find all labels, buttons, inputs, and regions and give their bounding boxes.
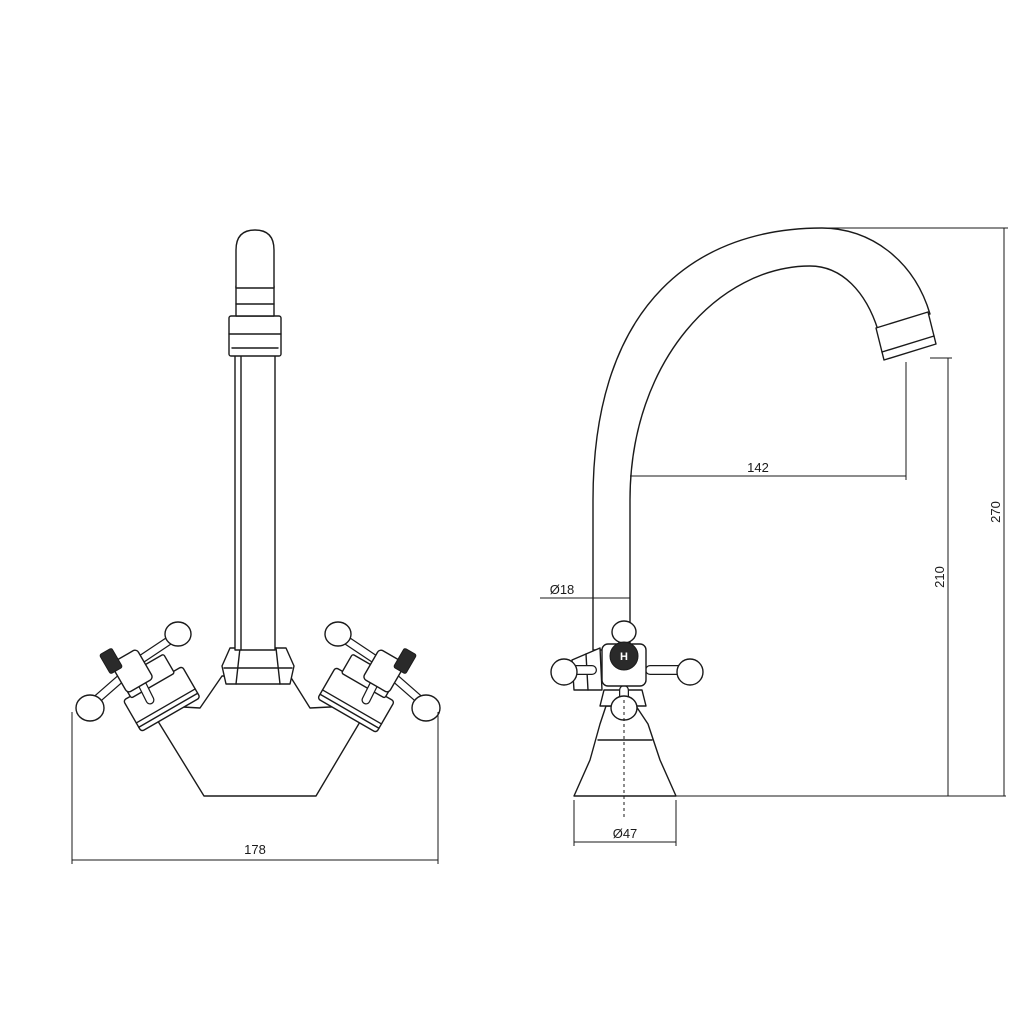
front-width-label: 178 [244,842,266,857]
front-spout-pipe [234,351,276,651]
side-spout-tube [592,227,931,651]
front-spout-collar [228,285,282,357]
side-spout-diameter-dimension: Ø18 [540,582,631,604]
front-view: 178 [71,229,441,864]
side-spout-height-label: 210 [932,566,947,588]
side-reach-label: 142 [747,460,769,475]
side-overall-height-dimension: 270 [822,227,1008,796]
side-overall-height-label: 270 [988,501,1003,523]
front-spout-head [235,229,275,289]
front-hex-nut [221,647,295,685]
side-base-diameter-dimension: Ø47 [573,800,677,846]
front-right-handle [324,621,441,722]
front-width-dimension: 178 [71,712,439,864]
side-handle-marker: H [620,651,628,663]
side-spout-height-dimension: 210 [930,357,952,796]
side-handle-cap [609,641,639,671]
side-handle: H [550,620,704,721]
front-left-handle [75,621,192,722]
front-base-body [147,675,371,797]
side-reach-dimension: 142 [630,362,907,480]
side-spout-diameter-label: Ø18 [550,582,575,597]
side-base-diameter-label: Ø47 [613,826,638,841]
side-view: H Ø18 142 Ø47 210 [540,227,1008,846]
side-aerator [875,311,937,361]
